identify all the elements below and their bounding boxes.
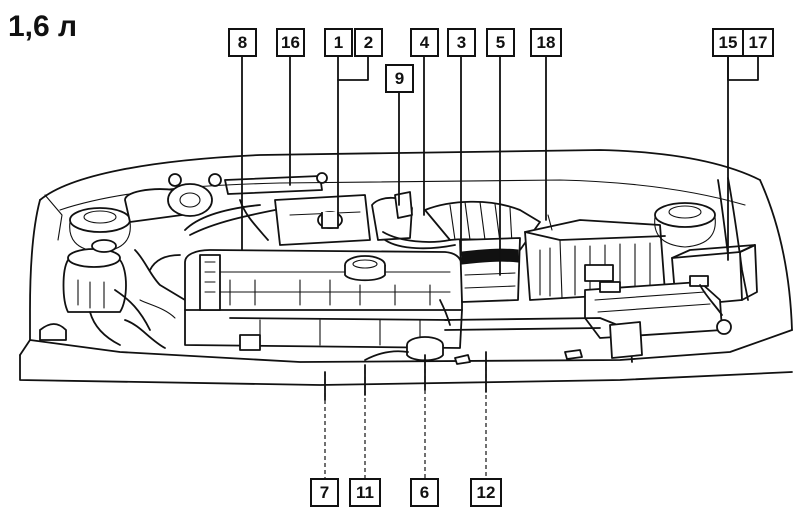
coolant-reservoir [364, 336, 444, 362]
callout-5: 5 [486, 28, 515, 57]
callout-2: 2 [354, 28, 383, 57]
callout-12: 12 [470, 478, 502, 507]
callout-9: 9 [385, 64, 414, 93]
left-hoses [124, 249, 186, 349]
power-steering-reservoir [39, 239, 151, 346]
leader-lines-bottom [324, 351, 487, 478]
intake-components [371, 191, 456, 250]
callout-8: 8 [228, 28, 257, 57]
callout-3: 3 [447, 28, 476, 57]
front-crossmember [439, 299, 643, 363]
callout-4: 4 [410, 28, 439, 57]
callout-18: 18 [530, 28, 562, 57]
throttle-body [274, 194, 371, 246]
right-strut-tower [654, 202, 716, 248]
leader-lines-top [241, 55, 759, 276]
oil-filler-cap [344, 255, 386, 282]
callout-6: 6 [410, 478, 439, 507]
wiper-motor [124, 173, 222, 223]
callout-15: 15 [712, 28, 744, 57]
callout-16: 16 [276, 28, 305, 57]
air-filter-housing [524, 214, 666, 301]
engine-variant-label: 1,6 л [8, 10, 78, 43]
callout-1: 1 [324, 28, 353, 57]
air-intake-hose [424, 200, 541, 303]
body-outline [19, 149, 793, 386]
callout-11: 11 [349, 478, 381, 507]
left-strut-tower [69, 207, 131, 253]
callout-17: 17 [742, 28, 774, 57]
callout-7: 7 [310, 478, 339, 507]
engine-block [184, 249, 463, 351]
front-fasteners [454, 349, 583, 365]
